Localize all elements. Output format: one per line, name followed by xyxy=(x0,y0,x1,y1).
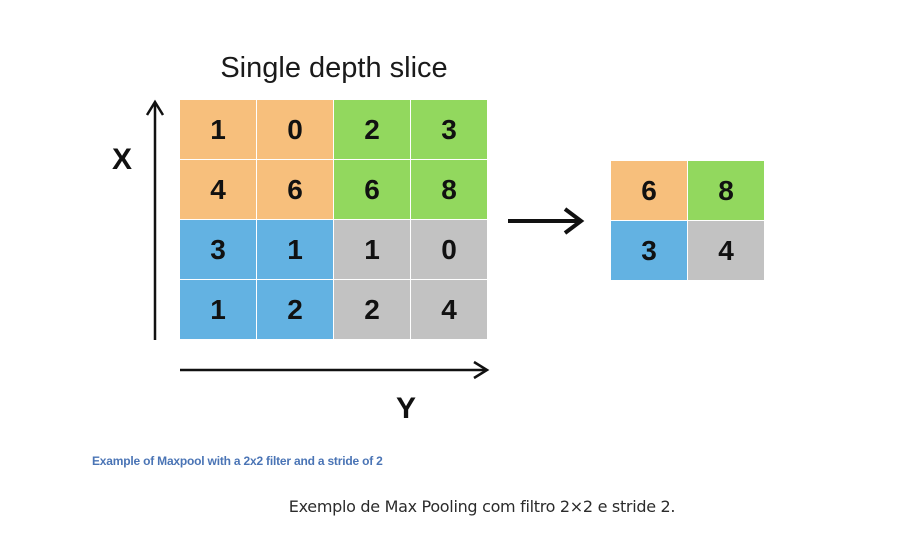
input-grid-cell: 2 xyxy=(334,100,410,159)
input-grid-cell: 0 xyxy=(411,220,487,279)
output-grid-cell: 4 xyxy=(688,221,764,280)
input-grid-cell: 2 xyxy=(334,280,410,339)
y-axis-arrow-head xyxy=(473,360,490,380)
input-grid-cell: 1 xyxy=(180,280,256,339)
input-grid-cell: 6 xyxy=(257,160,333,219)
input-grid-cell: 1 xyxy=(180,100,256,159)
transform-arrow-head xyxy=(563,207,585,235)
input-grid-cell: 0 xyxy=(257,100,333,159)
diagram-title: Single depth slice xyxy=(220,52,448,84)
input-grid-cell: 4 xyxy=(411,280,487,339)
input-grid-cell: 2 xyxy=(257,280,333,339)
x-axis-label: X xyxy=(112,143,133,176)
input-grid-cell: 3 xyxy=(411,100,487,159)
output-grid-cell: 6 xyxy=(611,161,687,220)
input-grid-cell: 8 xyxy=(411,160,487,219)
output-grid-cell: 8 xyxy=(688,161,764,220)
input-grid-cell: 3 xyxy=(180,220,256,279)
y-axis-label: Y xyxy=(396,392,417,425)
input-grid-cell: 6 xyxy=(334,160,410,219)
page-caption: Exemplo de Max Pooling com filtro 2×2 e … xyxy=(288,497,676,516)
x-axis-arrow-head xyxy=(145,99,165,116)
input-grid-cell: 1 xyxy=(257,220,333,279)
input-grid-cell: 4 xyxy=(180,160,256,219)
figure-caption: Example of Maxpool with a 2x2 filter and… xyxy=(92,454,383,468)
output-grid-cell: 3 xyxy=(611,221,687,280)
input-grid-cell: 1 xyxy=(334,220,410,279)
